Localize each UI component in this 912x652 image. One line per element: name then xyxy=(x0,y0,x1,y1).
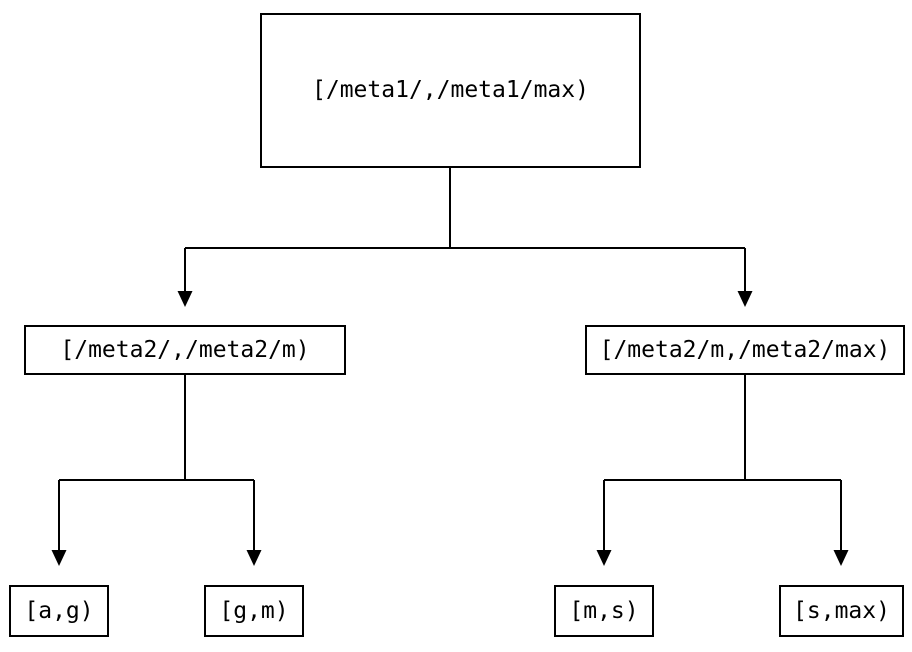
node-meta2-high-range-label: [/meta2/m,/meta2/max) xyxy=(599,336,891,363)
arrow-down-icon xyxy=(246,550,262,566)
arrow-down-icon xyxy=(833,550,849,566)
arrow-down-icon xyxy=(177,291,193,307)
node-leaf-a-g: [a,g) xyxy=(9,585,109,637)
node-meta2-low-range: [/meta2/,/meta2/m) xyxy=(24,325,346,375)
node-leaf-a-g-label: [a,g) xyxy=(24,597,94,624)
node-leaf-g-m: [g,m) xyxy=(204,585,304,637)
node-leaf-s-max-label: [s,max) xyxy=(793,597,890,624)
node-leaf-s-max: [s,max) xyxy=(779,585,904,637)
node-leaf-g-m-label: [g,m) xyxy=(219,597,289,624)
node-leaf-m-s: [m,s) xyxy=(554,585,654,637)
arrow-down-icon xyxy=(51,550,67,566)
node-meta2-high-range: [/meta2/m,/meta2/max) xyxy=(585,325,905,375)
arrow-down-icon xyxy=(737,291,753,307)
node-meta1-range: [/meta1/,/meta1/max) xyxy=(260,13,641,168)
node-meta1-range-label: [/meta1/,/meta1/max) xyxy=(312,77,589,103)
node-leaf-m-s-label: [m,s) xyxy=(569,597,639,624)
node-meta2-low-range-label: [/meta2/,/meta2/m) xyxy=(60,336,310,363)
arrow-down-icon xyxy=(596,550,612,566)
